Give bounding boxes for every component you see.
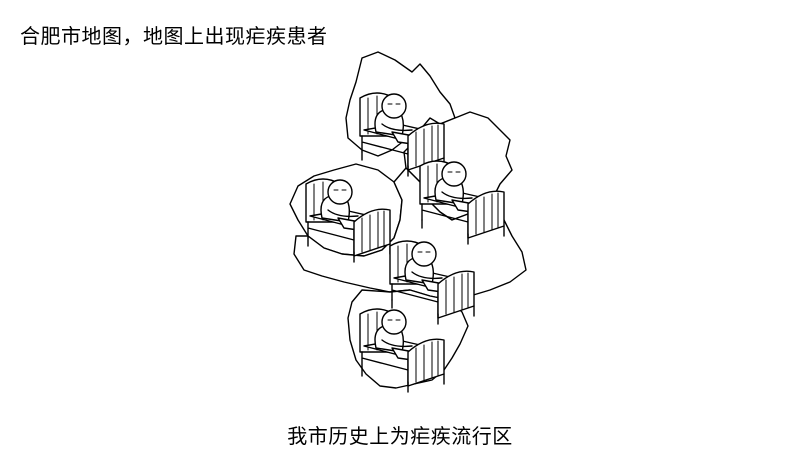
bottom-caption: 我市历史上为疟疾流行区	[287, 424, 513, 448]
top-caption: 合肥市地图，地图上出现疟疾患者	[20, 24, 328, 48]
